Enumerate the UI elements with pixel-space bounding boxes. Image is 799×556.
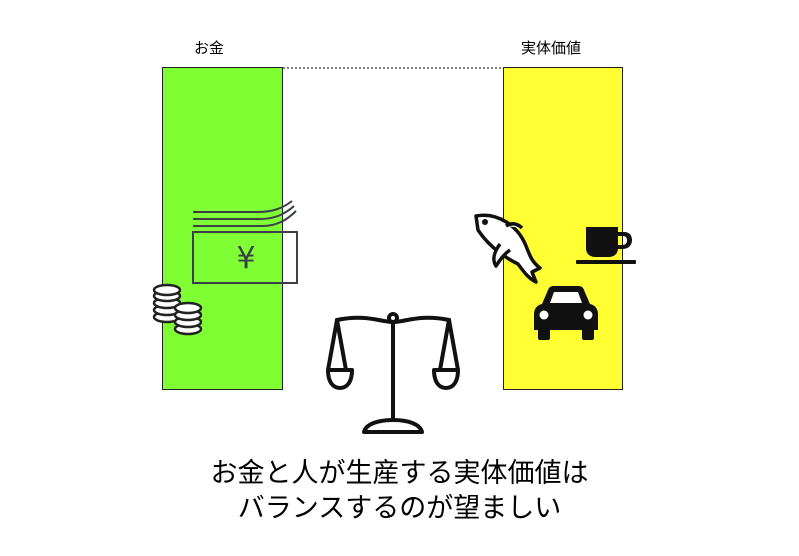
balance-scale-icon bbox=[326, 312, 460, 434]
car-icon bbox=[534, 286, 598, 340]
caption-line-1: お金と人が生産する実体価値は bbox=[210, 458, 589, 489]
money-bar bbox=[162, 67, 283, 390]
yen-banknote-icon: ¥ bbox=[192, 200, 298, 284]
caption: お金と人が生産する実体価値は バランスするのが望ましい bbox=[0, 456, 799, 526]
real-value-label: 実体価値 bbox=[521, 39, 582, 57]
coffee-cup-icon bbox=[576, 227, 636, 264]
yen-symbol: ¥ bbox=[236, 241, 255, 276]
coin-stack-icon bbox=[152, 283, 203, 336]
fish-icon bbox=[474, 213, 542, 284]
money-label: お金 bbox=[194, 39, 225, 57]
caption-line-2: バランスするのが望ましい bbox=[237, 493, 562, 524]
